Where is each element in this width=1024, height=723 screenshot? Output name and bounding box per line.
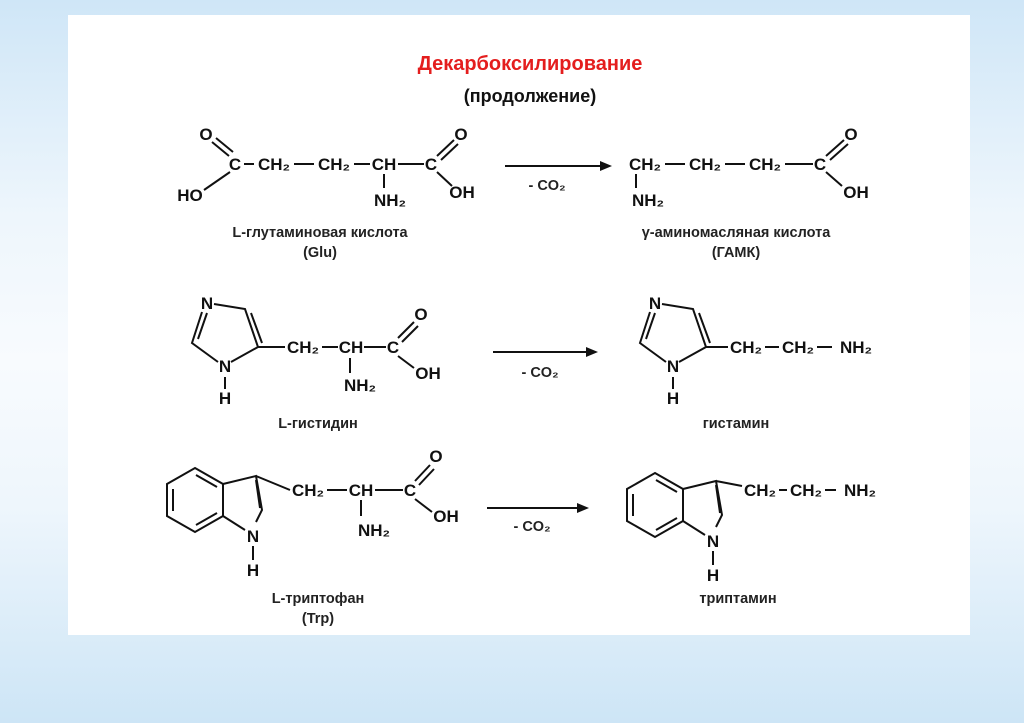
- atom-label: CH₂: [292, 481, 324, 500]
- atom-label: NH₂: [374, 191, 406, 210]
- atom-label: C: [387, 338, 399, 357]
- atom-label: NH₂: [344, 376, 376, 395]
- arrow-head: [586, 347, 598, 357]
- atom-label: H: [247, 561, 259, 580]
- chemical-bond: [166, 466, 291, 534]
- slide-subtitle: (продолжение): [464, 86, 597, 106]
- atom-label: CH₂: [287, 338, 319, 357]
- atom-label: CH₂: [258, 155, 290, 174]
- glu-abbr: (Glu): [303, 245, 337, 261]
- atom-label: NH₂: [632, 191, 664, 210]
- reaction-condition-label: - CO₂: [513, 519, 550, 535]
- chemical-bond: [638, 303, 728, 389]
- arrow-head: [600, 161, 612, 171]
- atom-label: CH₂: [318, 155, 350, 174]
- reaction-condition-label: - CO₂: [521, 365, 558, 381]
- atom-label: H: [707, 566, 719, 585]
- atom-label: NH₂: [358, 521, 390, 540]
- atom-label: C: [814, 155, 826, 174]
- tryptophan-abbr: (Trp): [302, 611, 334, 627]
- arrow-head: [577, 503, 589, 513]
- atom-label: CH₂: [689, 155, 721, 174]
- chemical-bond: [635, 139, 849, 188]
- tryptophan-structure: N H CH₂ CH C O OH NH₂: [166, 447, 459, 580]
- atom-label: H: [667, 389, 679, 408]
- tryptamine-structure: N H CH₂ CH₂ NH₂: [626, 471, 876, 585]
- atom-label: CH₂: [749, 155, 781, 174]
- atom-label: CH₂: [782, 338, 814, 357]
- atom-label: C: [425, 155, 437, 174]
- slide-content: [68, 15, 970, 635]
- atom-label: NH₂: [844, 481, 876, 500]
- atom-label: CH: [339, 338, 364, 357]
- atom-label: O: [454, 125, 467, 144]
- atom-label: CH₂: [629, 155, 661, 174]
- slide-title: Декарбоксилирование: [418, 53, 643, 75]
- atom-label: N: [667, 357, 679, 376]
- atom-label: N: [219, 357, 231, 376]
- histamine-structure: N N H CH₂ CH₂ NH₂: [638, 294, 872, 408]
- atom-label: O: [844, 125, 857, 144]
- atom-label: N: [201, 294, 213, 313]
- chemical-bond: [322, 321, 419, 373]
- chemical-bond: [190, 303, 285, 389]
- atom-label: O: [429, 447, 442, 466]
- gaba-name: γ-аминомасляная кислота: [642, 225, 832, 241]
- reaction-arrow-2: - CO₂: [493, 347, 598, 381]
- tryptophan-name: L-триптофан: [272, 591, 365, 607]
- atom-label: O: [414, 305, 427, 324]
- histamine-name: гистамин: [703, 416, 770, 432]
- atom-label: C: [229, 155, 241, 174]
- atom-label: H: [219, 389, 231, 408]
- reaction-condition-label: - CO₂: [528, 178, 565, 194]
- chemical-bond: [327, 464, 435, 516]
- chemical-bond: [203, 137, 459, 191]
- tryptamine-name: триптамин: [699, 591, 776, 607]
- histidine-structure: N N H CH₂ CH C O OH NH₂: [190, 294, 441, 408]
- histidine-name: L-гистидин: [278, 416, 358, 432]
- atom-label: NH₂: [840, 338, 872, 357]
- atom-label: CH₂: [790, 481, 822, 500]
- atom-label: CH₂: [744, 481, 776, 500]
- glu-name: L-глутаминовая кислота: [232, 225, 408, 241]
- chemical-bond: [626, 471, 743, 539]
- atom-label: CH: [349, 481, 374, 500]
- gaba-structure: CH₂ CH₂ CH₂ C O OH NH₂: [629, 125, 869, 210]
- atom-label: N: [649, 294, 661, 313]
- atom-label: OH: [843, 183, 869, 202]
- atom-label: N: [247, 527, 259, 546]
- atom-label: OH: [449, 183, 475, 202]
- atom-label: OH: [415, 364, 441, 383]
- atom-label: CH₂: [730, 338, 762, 357]
- atom-label: HO: [177, 186, 203, 205]
- atom-label: O: [199, 125, 212, 144]
- atom-label: CH: [372, 155, 397, 174]
- glutamic-acid-structure: O C HO CH₂ CH₂ CH C O OH NH₂: [177, 125, 475, 210]
- atom-label: C: [404, 481, 416, 500]
- gaba-abbr: (ГАМК): [712, 245, 761, 261]
- reaction-arrow-3: - CO₂: [487, 503, 589, 535]
- atom-label: N: [707, 532, 719, 551]
- reaction-arrow-1: - CO₂: [505, 161, 612, 194]
- atom-label: OH: [433, 507, 459, 526]
